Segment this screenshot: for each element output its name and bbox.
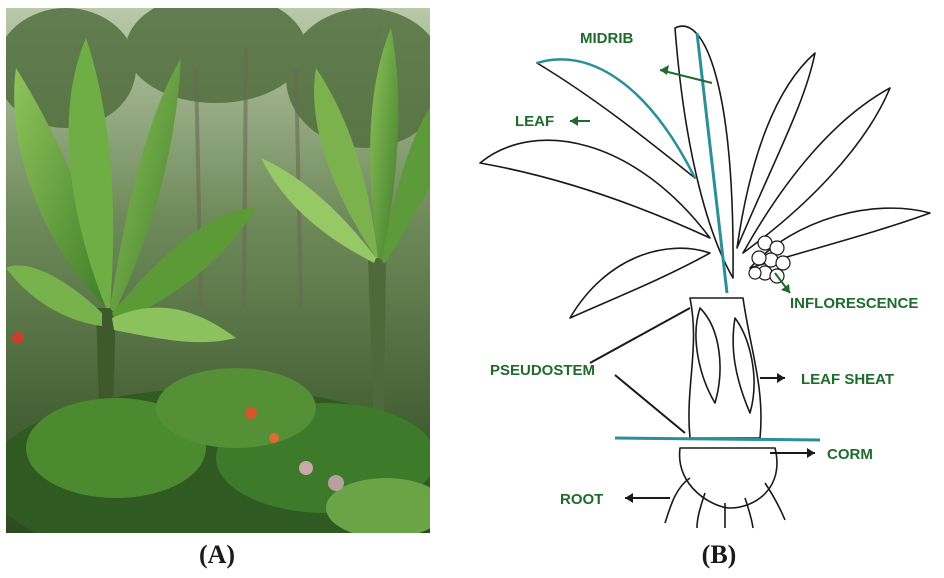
panel-a-caption: (A) (177, 540, 257, 570)
leaf-label: LEAF (515, 113, 554, 130)
corm-label: CORM (827, 446, 873, 463)
leaf-center (675, 26, 733, 278)
inflorescence-label: INFLORESCENCE (790, 295, 918, 312)
plant-photo (6, 8, 430, 533)
pseudostem-label: PSEUDOSTEM (490, 362, 595, 379)
plant-diagram: MIDRIB LEAF INFLORESCENCE PSEUDOSTEM LEA… (475, 8, 944, 533)
root-label: ROOT (560, 491, 603, 508)
leaf-sheat-label: LEAF SHEAT (801, 371, 894, 388)
panel-b-caption: (B) (679, 540, 759, 570)
midrib-label: MIDRIB (580, 30, 633, 47)
corm-drawing (680, 448, 777, 508)
